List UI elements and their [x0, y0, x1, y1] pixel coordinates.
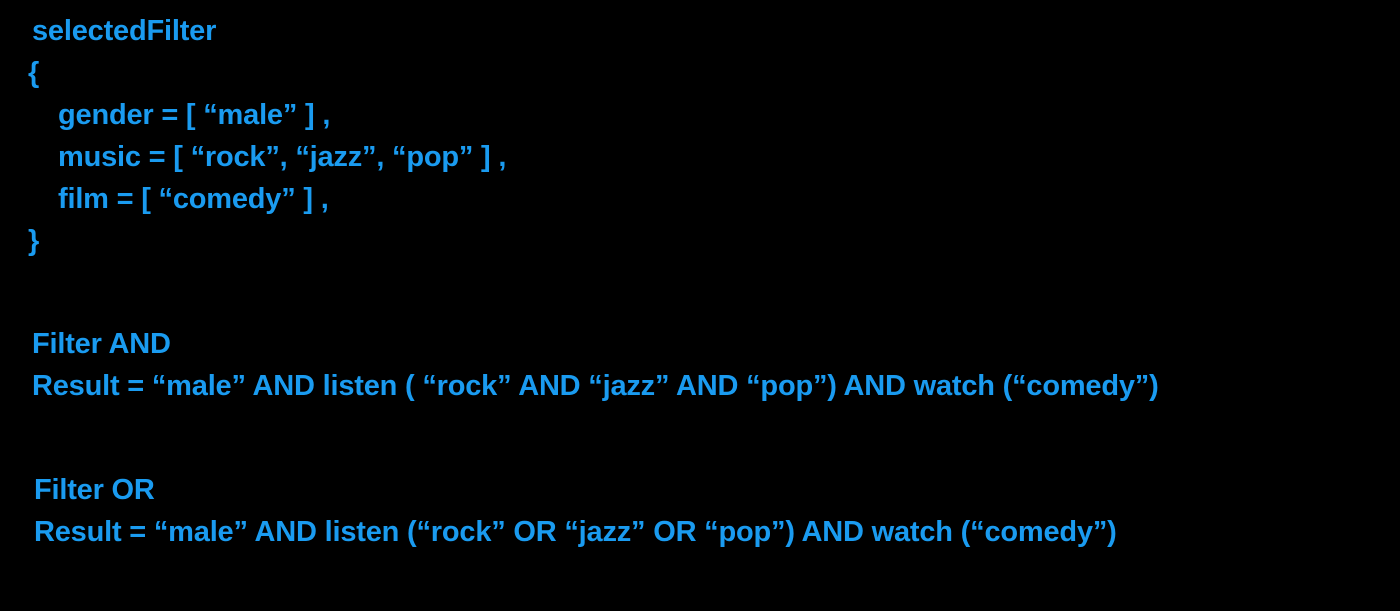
filter-and-heading: Filter AND	[32, 328, 171, 360]
filter-and-result: Result = “male” AND listen ( “rock” AND …	[32, 370, 1159, 402]
code-title: selectedFilter	[32, 15, 217, 47]
code-open-brace: {	[28, 57, 40, 89]
code-film-line: film = [ “comedy” ] ,	[58, 183, 329, 215]
filter-or-result: Result = “male” AND listen (“rock” OR “j…	[34, 516, 1117, 548]
filter-or-heading: Filter OR	[34, 474, 155, 506]
code-music-line: music = [ “rock”, “jazz”, “pop” ] ,	[58, 141, 507, 173]
code-gender-line: gender = [ “male” ] ,	[58, 99, 331, 131]
code-close-brace: }	[28, 225, 40, 257]
